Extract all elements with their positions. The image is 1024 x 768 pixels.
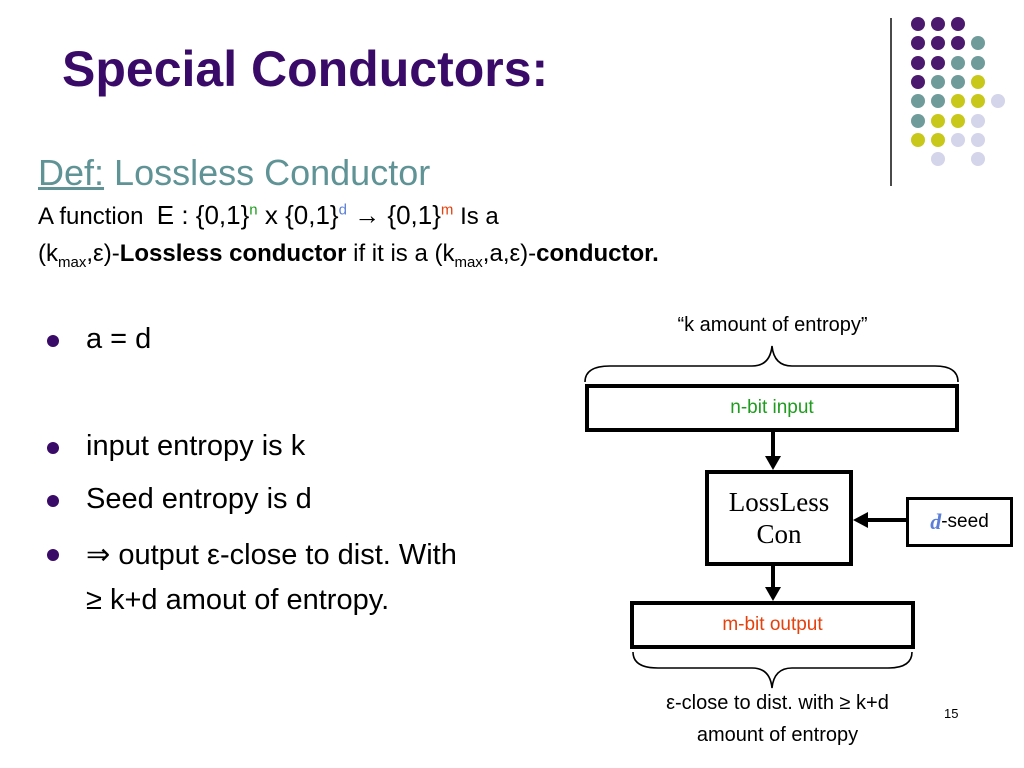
dot: [911, 56, 925, 70]
arrow-head: [853, 512, 868, 528]
bottom-brace: [632, 651, 913, 689]
dot: [951, 17, 965, 31]
fn-x: x {0,1}: [257, 200, 339, 230]
seed-label: -seed: [941, 511, 989, 532]
lc-aeps: ,a,ε)-: [482, 240, 537, 267]
function-intro: A function: [38, 203, 144, 230]
dot: [911, 133, 925, 147]
dot: [951, 94, 965, 108]
divider-line: [890, 18, 892, 186]
dot: [971, 75, 985, 89]
dot: [911, 75, 925, 89]
sub-max-2: max: [454, 253, 483, 271]
input-label: n-bit input: [730, 397, 814, 418]
sub-max: max: [58, 253, 87, 271]
seed-box: d-seed: [906, 497, 1013, 547]
dot: [971, 94, 985, 108]
dot: [971, 133, 985, 147]
bullet-item: Seed entropy is d: [86, 483, 312, 515]
def-prefix: Def:: [38, 152, 105, 193]
dot: [911, 36, 925, 50]
dot: [951, 133, 965, 147]
output-box: m-bit output: [630, 601, 915, 649]
dot: [931, 36, 945, 50]
bullet-marker: [47, 335, 59, 347]
sup-n: n: [249, 201, 258, 219]
lc-eps: ,ε)-: [86, 240, 120, 267]
fn-is: Is a: [453, 203, 499, 230]
dot: [911, 17, 925, 31]
dot: [991, 94, 1005, 108]
con-label-line1: LossLess: [728, 487, 830, 517]
lc-open: (k: [38, 240, 58, 267]
dot: [971, 36, 985, 50]
lc-bold: Lossless conductor: [119, 240, 347, 267]
bottom-caption-line1: ε-close to dist. with ≥ k+d: [666, 692, 889, 714]
output-label: m-bit output: [722, 614, 823, 635]
def-name: Lossless Conductor: [114, 152, 431, 193]
seed-d: d: [930, 509, 942, 534]
dot: [971, 56, 985, 70]
top-brace: [584, 345, 959, 383]
sup-m: m: [440, 201, 454, 219]
slide-number: 15: [944, 706, 959, 721]
bullet-item: a = d: [86, 323, 152, 355]
dot: [951, 75, 965, 89]
arrow-head: [765, 456, 781, 470]
dot: [931, 133, 945, 147]
page-title: Special Conductors:: [62, 41, 549, 97]
definition-heading: Def: Lossless Conductor: [38, 152, 430, 194]
input-box: n-bit input: [585, 384, 959, 432]
bullet-marker: [47, 549, 59, 561]
dot: [971, 114, 985, 128]
top-caption: “k amount of entropy”: [677, 314, 868, 336]
dot: [951, 36, 965, 50]
dot: [911, 114, 925, 128]
sup-d: d: [338, 201, 347, 219]
dot: [931, 17, 945, 31]
function-line: A function E : {0,1}n x {0,1}d → {0,1}m …: [38, 200, 499, 231]
dot: [931, 152, 945, 166]
lc-bold-2: conductor.: [536, 240, 659, 267]
lossless-definition-line: (kmax,ε)-Lossless conductor if it is a (…: [38, 240, 659, 271]
dot: [931, 114, 945, 128]
bullet-item-continued: ≥ k+d amout of entropy.: [86, 584, 390, 616]
dot: [931, 75, 945, 89]
dot: [951, 56, 965, 70]
lossless-con-box: LossLess Con: [705, 470, 853, 566]
bullet-marker: [47, 495, 59, 507]
fn-e: E : {0,1}: [156, 200, 250, 230]
arrow-head: [765, 587, 781, 601]
dot: [931, 94, 945, 108]
bottom-caption-line2: amount of entropy: [696, 724, 859, 746]
bullet-marker: [47, 442, 59, 454]
dot: [911, 94, 925, 108]
con-label-line2: Con: [756, 519, 802, 549]
lc-mid: if it is a (k: [346, 240, 455, 267]
dot: [971, 152, 985, 166]
fn-arrow: → {0,1}: [346, 200, 441, 230]
bullet-item: input entropy is k: [86, 430, 306, 462]
function-signature: E : {0,1}n x {0,1}d → {0,1}m: [157, 200, 454, 230]
dot: [931, 56, 945, 70]
bullet-item: ⇒ output ε-close to dist. With: [86, 539, 457, 571]
dot: [951, 114, 965, 128]
